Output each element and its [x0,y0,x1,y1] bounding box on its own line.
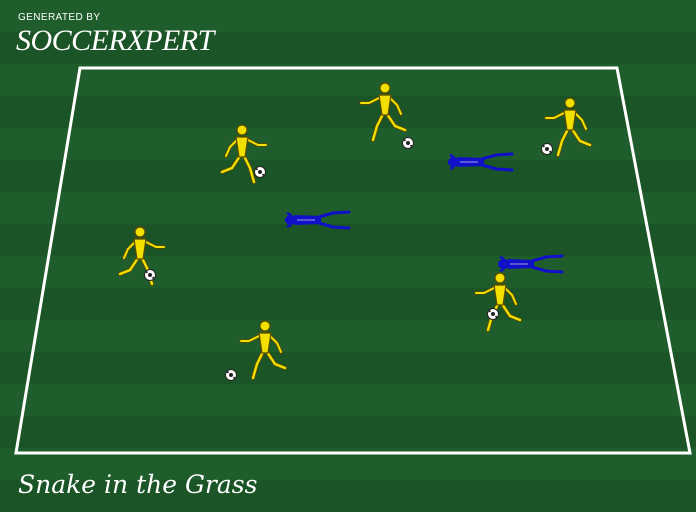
snake-1 [448,154,512,170]
player-3-ball [542,144,553,155]
player-2 [361,83,405,140]
field-boundary [16,68,690,453]
snake-2 [285,212,349,228]
player-4 [120,227,164,284]
player-5-ball [226,370,237,381]
player-3 [546,98,590,155]
player-6-ball [488,309,499,320]
player-6 [476,273,520,330]
player-2-ball [403,138,414,149]
player-4-ball [145,270,156,281]
drill-title: Snake in the Grass [18,470,257,500]
player-1-ball [255,167,266,178]
snake-3 [498,256,562,272]
player-5 [241,321,285,378]
